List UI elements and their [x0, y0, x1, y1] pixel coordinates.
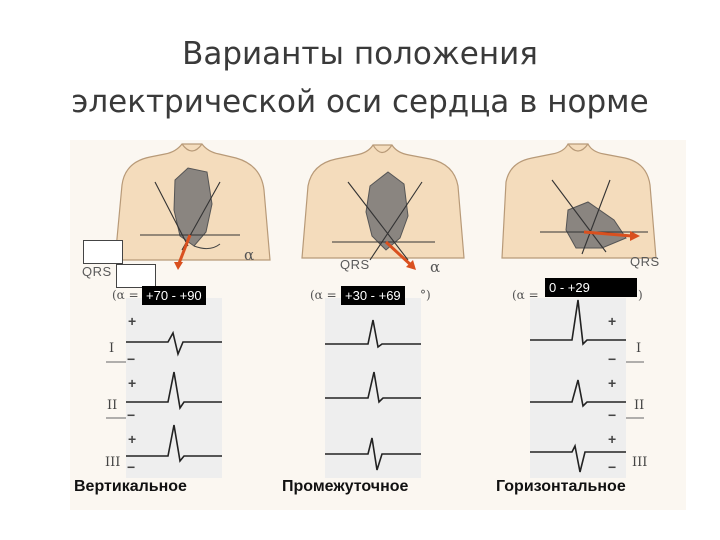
lead-label-ii-left: II: [107, 398, 118, 413]
plus-sign-iii-left: +: [128, 431, 137, 447]
alpha-label-intermediate: α: [430, 258, 441, 276]
axis-arrow-head-intermediate: [406, 260, 416, 270]
qrs-label-horizontal: QRS: [630, 254, 660, 269]
lead-label-i-left: I: [109, 341, 115, 356]
title-line-2: электрической оси сердца в норме: [71, 84, 649, 120]
ecg-wave-iii-intermediate: [325, 437, 421, 471]
position-label-intermediate: Промежуточное: [282, 478, 409, 495]
axis-arrow-vertical: [176, 234, 192, 267]
ecg-wave-i-intermediate: [325, 319, 421, 349]
plus-sign-ii-right: +: [608, 375, 617, 391]
lead-label-iii-left: III: [105, 455, 121, 470]
position-label-horizontal: Горизонтальное: [496, 478, 626, 495]
heart-intermediate: [365, 171, 409, 251]
qrs-label-intermediate: QRS: [340, 257, 370, 272]
plus-sign-i-right: +: [608, 313, 617, 329]
axis-arrow-intermediate: [384, 240, 414, 268]
minus-sign-i-right: −: [608, 351, 617, 367]
axis-equation-vertical: (α =: [112, 288, 139, 302]
lead-iii-line-horizontal: [581, 179, 611, 255]
lead-ii-line-intermediate: [347, 181, 409, 261]
minus-sign-ii-left: −: [127, 407, 136, 423]
ecg-wave-iii-horizontal: [530, 443, 626, 473]
alpha-label-vertical: α: [244, 246, 255, 264]
position-label-vertical: Вертикальное: [74, 478, 187, 495]
lead-label-ii-right: II: [634, 398, 645, 413]
blank-box-lower: [116, 264, 156, 288]
ecg-strip-horizontal: [530, 298, 626, 478]
axis-arrow-horizontal: [583, 230, 633, 238]
heart-horizontal: [565, 201, 627, 249]
minus-sign-i-left: −: [127, 351, 136, 367]
ecg-wave-i-vertical: [126, 330, 222, 357]
ecg-strip-vertical: [126, 298, 222, 478]
lead-ii-line-horizontal: [551, 179, 607, 253]
ecg-wave-iii-vertical: [126, 424, 222, 463]
axis-equation-vertical-prefix: (α =: [112, 288, 139, 302]
torso-horizontal: [501, 143, 657, 259]
axis-equation-horizontal-prefix: (α =: [512, 288, 539, 302]
plus-sign-ii-left: +: [128, 375, 137, 391]
minus-sign-ii-right: −: [608, 407, 617, 423]
heart-axis-figure: [70, 140, 686, 510]
figure-drawing: [106, 143, 657, 478]
range-label-vertical: +70 - +90: [142, 286, 206, 305]
lead-iii-line-intermediate: [369, 181, 423, 261]
ecg-wave-ii-vertical: [126, 371, 222, 411]
axis-equation-horizontal: (α =: [512, 288, 539, 302]
title-line-1: Варианты положения: [182, 36, 538, 72]
torso-vertical-neck: [181, 143, 203, 152]
range-label-intermediate: +30 - +69: [341, 286, 405, 305]
slide-title: Варианты положения электрической оси сер…: [0, 30, 720, 126]
axis-equation-intermediate-prefix: (α =: [310, 288, 337, 302]
ecg-wave-ii-horizontal: [530, 379, 626, 408]
torso-intermediate: [301, 144, 465, 270]
alpha-arc-vertical: [193, 243, 221, 250]
lead-label-i-right: I: [636, 341, 642, 356]
heart-vertical: [173, 167, 213, 247]
lead-label-iii-right: III: [632, 455, 648, 470]
ecg-strip-intermediate: [325, 298, 421, 478]
plus-sign-i-left: +: [128, 313, 137, 329]
minus-sign-iii-left: −: [127, 459, 136, 475]
minus-sign-iii-right: −: [608, 459, 617, 475]
axis-arrow-head-vertical: [174, 262, 183, 270]
blank-box-upper: [83, 240, 123, 264]
axis-equation-intermediate: (α =: [310, 288, 337, 302]
plus-sign-iii-right: +: [608, 431, 617, 447]
axis-arrow-head-horizontal: [630, 231, 640, 241]
ecg-wave-i-horizontal: [530, 299, 626, 346]
torso-horizontal-neck: [567, 143, 589, 152]
torso-vertical: [114, 143, 271, 270]
axis-equation-horizontal-suffix: °): [632, 288, 643, 302]
ecg-wave-ii-intermediate: [325, 371, 421, 404]
range-label-horizontal: 0 - +29: [545, 278, 637, 297]
torso-intermediate-neck: [372, 144, 393, 154]
axis-equation-intermediate-suffix: °): [420, 288, 431, 302]
qrs-label-vertical: QRS: [82, 264, 112, 279]
